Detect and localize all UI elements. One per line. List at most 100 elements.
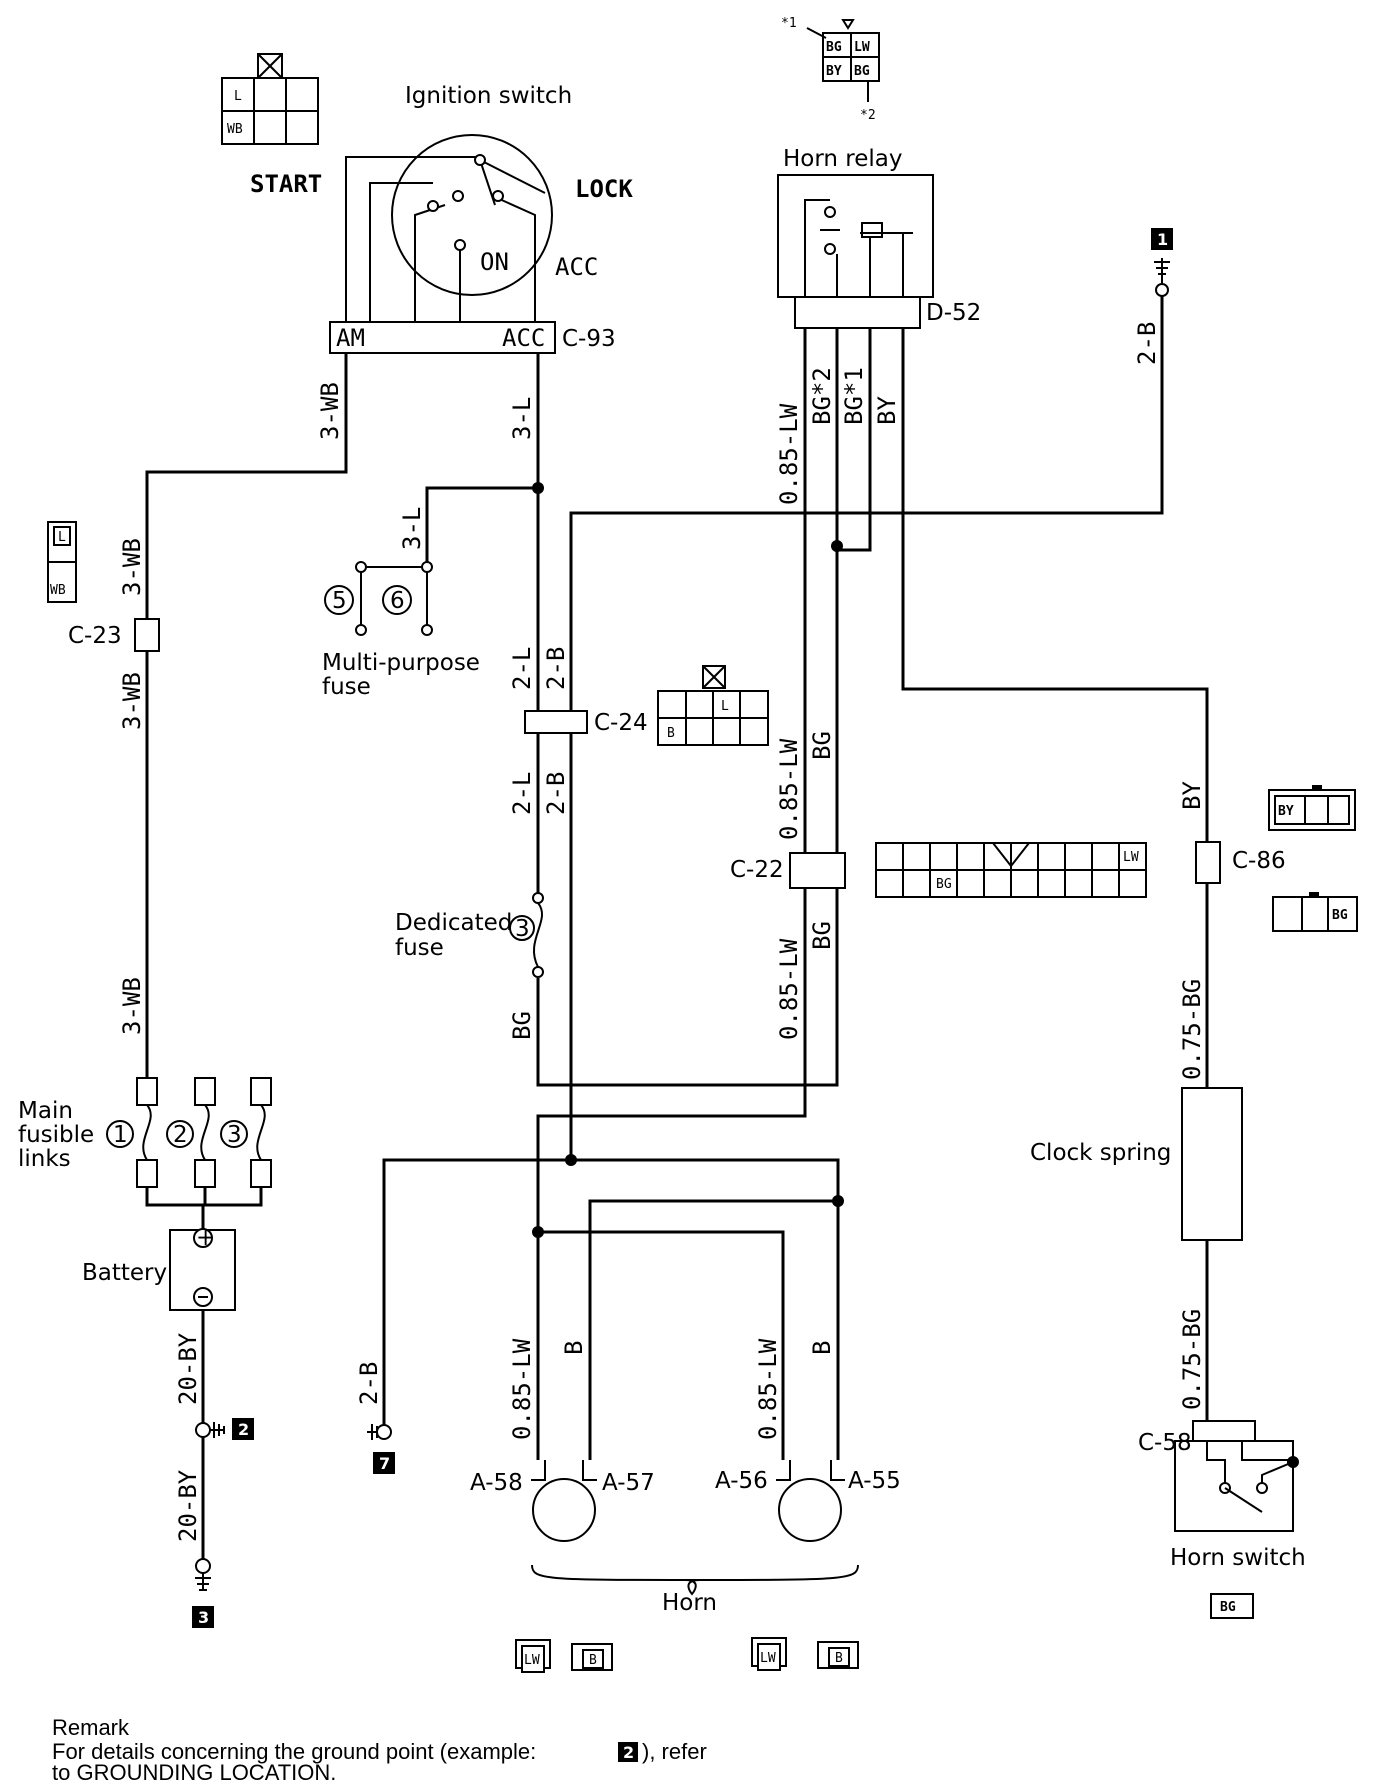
remark-title: Remark [52,1715,130,1740]
c24-face-b: B [667,726,675,741]
wire-bg-b: BG [808,731,836,760]
relay-face-star2: *2 [860,108,876,123]
wire-by-a: BY [873,396,901,425]
wire-085lw-c: 0.85-LW [775,938,803,1040]
connector-c93: C-93 [562,326,616,352]
connector-c23: C-23 L WB [47,521,160,652]
ground-3-number: 3 [198,1608,209,1627]
acc-label: ACC [555,253,598,281]
wire-bg-c: BG [808,921,836,950]
clock-spring: Clock spring [1030,1087,1243,1241]
ignition-switch: Ignition switch START LOCK ON ACC AM ACC… [250,83,633,354]
connector-c24-label: C-24 [594,710,648,736]
wire-bg-fuse: BG [508,1011,536,1040]
fusible-link-1: 1 [113,1122,128,1148]
multi-purpose-fuse: 5 6 Multi-purpose fuse [322,561,480,700]
start-label: START [250,170,322,198]
connector-a55-label: A-55 [848,1468,901,1494]
wire-by-b: BY [1178,781,1206,810]
main-fusible-links: 1 2 3 Main fusible links [18,1077,272,1188]
remark-line2: to GROUNDING LOCATION. [52,1760,336,1785]
remark: Remark For details concerning the ground… [52,1715,707,1785]
wire-bg2: BG*2 [808,367,836,425]
wire-075bg-b: 0.75-BG [1178,1309,1206,1410]
horn-label: Horn [662,1590,717,1616]
main-fusible-label-3: links [18,1146,71,1172]
connector-c23-label: C-23 [68,623,122,649]
main-fusible-label-2: fusible [18,1122,94,1148]
horn2-face-b: B [835,1651,843,1666]
c24-face-l: L [721,699,729,714]
wire-085lw-a: 0.85-LW [775,403,803,505]
fuse-6-label: 6 [390,588,405,614]
wires [145,290,1209,1560]
wire-2l-b: 2-L [508,772,536,815]
junction-dots [532,482,844,1238]
ground-7: 7 [367,1424,395,1474]
svg-text:+: + [196,1225,215,1251]
dedicated-fuse: 3 Dedicated fuse [395,892,544,978]
wire-3l-a: 3-L [508,397,536,440]
ignition-switch-label: Ignition switch [405,83,572,109]
horn-switch-label: Horn switch [1170,1545,1306,1571]
connector-c22: C-22 BG LW [730,842,1147,898]
relay-connector-face: BG LW BY BG *1 *2 [781,16,880,123]
wire-2b-b: 2-B [542,772,570,815]
wire-085lw-e: 0.85-LW [754,1338,782,1440]
c86-face-by: BY [1278,804,1294,819]
horns: A-58 A-57 A-56 A-55 Horn LW B LW B [470,1460,901,1673]
remark-line1-b: ), refer [642,1739,707,1764]
hs-face-bg: BG [1220,1600,1236,1615]
ground-2: 2 [195,1418,254,1440]
remark-line1-a: For details concerning the ground point … [52,1739,536,1764]
battery: + Battery [82,1225,236,1311]
horn-switch: C-58 Horn switch BG [1138,1420,1306,1619]
ground-1-number: 1 [1157,230,1168,249]
horn1-face-lw: LW [524,1653,540,1668]
on-label: ON [480,248,509,276]
svg-text:For details concerning the gro: For details concerning the ground point … [52,1739,536,1764]
relay-face-bg2: BG [854,64,870,79]
acc-terminal: ACC [502,324,545,352]
horn1-face-b: B [589,1653,597,1668]
multi-purpose-fuse-label-1: Multi-purpose [322,650,480,676]
fuse-5-label: 5 [332,588,347,614]
connector-a56-label: A-56 [715,1468,768,1494]
connector-c22-label: C-22 [730,857,784,883]
wire-075bg-a: 0.75-BG [1178,979,1206,1080]
ground-7-number: 7 [379,1454,390,1473]
wire-labels: 3-WB 3-WB 3-WB 3-WB 3-L 3-L 2-L 2-B 2-L … [118,322,1206,1542]
wire-085lw-b: 0.85-LW [775,738,803,840]
wire-3wb-b: 3-WB [118,538,146,596]
c86-face-bg: BG [1332,908,1348,923]
relay-face-star1: *1 [781,16,797,31]
relay-face-by: BY [826,64,842,79]
connector-a57-label: A-57 [602,1470,655,1496]
connector-c24: C-24 L B [524,665,769,746]
connector-d52: D-52 [926,300,981,326]
connector-c86: C-86 BY BG [1195,785,1358,932]
c23-face-wb: WB [50,583,66,598]
relay-face-lw: LW [854,40,870,55]
wire-20by-b: 20-BY [174,1469,202,1542]
wire-3wb-c: 3-WB [118,672,146,730]
wire-bg1: BG*1 [840,367,868,425]
clock-spring-label: Clock spring [1030,1140,1171,1166]
wire-3l-b: 3-L [398,507,426,550]
fusible-link-2: 2 [173,1122,188,1148]
wire-b-e: B [808,1341,836,1355]
wire-20by-a: 20-BY [174,1332,202,1405]
ground-1: 1 [1151,228,1173,297]
dedicated-fuse-label-2: fuse [395,935,444,961]
c22-face-lw: LW [1123,850,1139,865]
dedicated-fuse-number: 3 [515,916,530,942]
ign-face-wb: WB [227,122,243,137]
wire-3wb-a: 3-WB [316,382,344,440]
c22-face-bg: BG [936,877,952,892]
connector-a58-label: A-58 [470,1470,523,1496]
fusible-link-3: 3 [227,1122,242,1148]
wire-2b-a: 2-B [542,647,570,690]
battery-label: Battery [82,1260,167,1286]
wire-2b-gnd7: 2-B [355,1362,383,1405]
